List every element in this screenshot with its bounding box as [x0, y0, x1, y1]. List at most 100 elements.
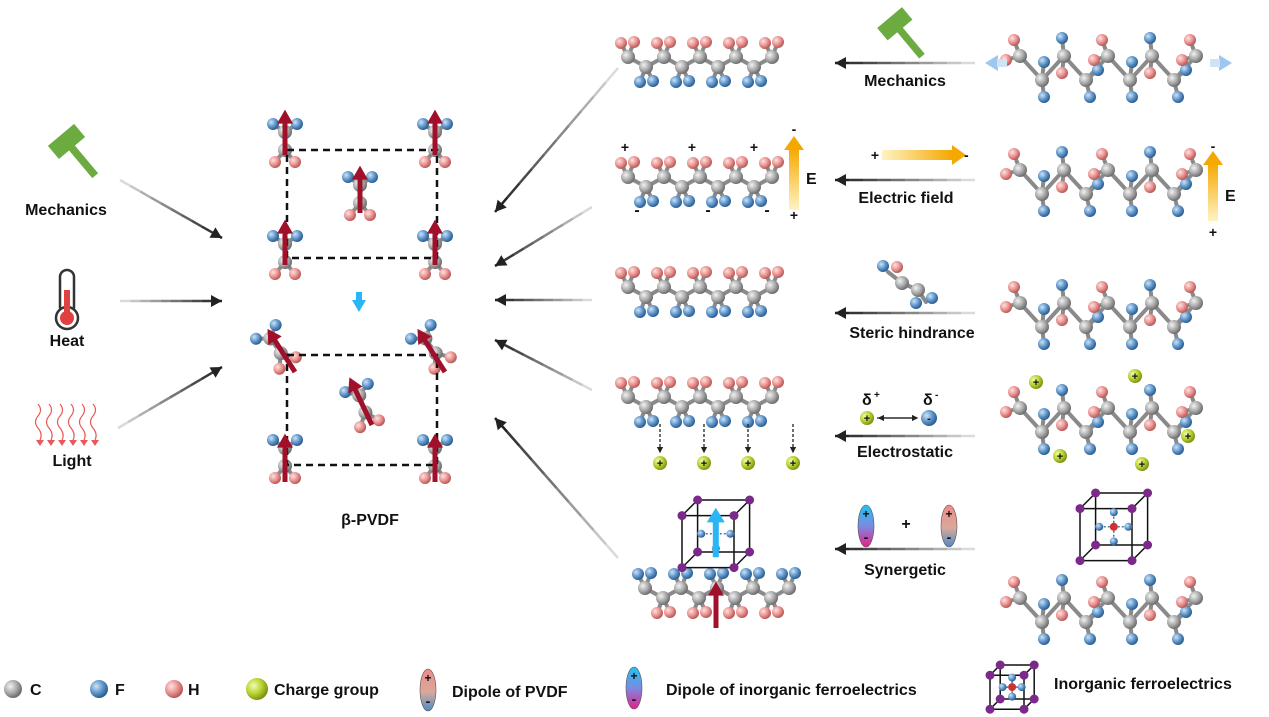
delta-plus-sup: +: [874, 390, 880, 401]
atom-f: [877, 260, 889, 272]
atom-f: [1092, 64, 1104, 76]
atom-f: [249, 332, 262, 345]
stretch-arrow-right-tail: [1210, 59, 1220, 67]
legend-charge-label: Charge group: [274, 682, 379, 699]
atom-f: [634, 416, 646, 428]
row-field-arrow-head: [835, 174, 846, 186]
atom-c: [1101, 163, 1115, 177]
cube-vertex: [985, 704, 995, 714]
atom-h: [651, 607, 663, 619]
cube-vertex: [1075, 556, 1085, 566]
atom-f: [717, 567, 729, 579]
atom-c: [657, 170, 671, 184]
atom-f: [267, 434, 279, 446]
atom-h: [269, 156, 281, 168]
atom-h: [687, 377, 699, 389]
field-right-e: E: [1225, 188, 1236, 205]
atom-h: [1056, 419, 1068, 431]
atom-h: [1088, 596, 1100, 608]
arrow-row5-to-beta-seg: [604, 543, 619, 559]
atom-c: [1035, 73, 1049, 87]
atom-h: [615, 267, 627, 279]
arrow-row1-to-beta-seg: [506, 182, 521, 199]
atom-f: [1038, 56, 1050, 68]
atom-h: [1008, 281, 1020, 293]
hammer-handle: [67, 144, 99, 179]
arrow-row4-to-beta-head: [495, 339, 508, 351]
arrow-light-to-beta-seg: [169, 390, 182, 399]
charge-minus-2: -: [764, 202, 769, 219]
dipole-oval: [940, 504, 958, 548]
atom-c: [675, 400, 689, 414]
arrow-row2-to-beta-seg: [562, 217, 574, 226]
cube-vertex: [1143, 540, 1153, 550]
atom-f: [441, 434, 453, 446]
cube-anion: [1109, 537, 1118, 546]
arrow-row5-to-beta-seg: [506, 431, 521, 447]
atom-c: [1035, 425, 1049, 439]
atom-f: [1092, 178, 1104, 190]
atom-h: [1008, 576, 1020, 588]
inorganic-cube-left: [677, 495, 755, 573]
light-wave-tip: [91, 440, 99, 446]
arrow-light-to-beta-seg: [148, 402, 161, 411]
atom-c: [1035, 320, 1049, 334]
atom-c: [1101, 401, 1115, 415]
atom-h: [372, 414, 385, 427]
atom-f: [634, 76, 646, 88]
atom-f: [753, 567, 765, 579]
cube-anion: [1095, 522, 1104, 531]
atom-h: [736, 156, 748, 168]
atom-h: [1088, 168, 1100, 180]
cube-vertex: [1075, 504, 1085, 514]
atom-f: [634, 196, 646, 208]
atom-f: [1144, 146, 1156, 158]
atom-h: [651, 37, 663, 49]
charge-sign: +: [1185, 431, 1191, 443]
atom-f: [1144, 32, 1156, 44]
atom-f: [1092, 311, 1104, 323]
field-left-minus: -: [792, 121, 797, 137]
cube-center-cation: [1109, 522, 1118, 531]
atom-h: [419, 268, 431, 280]
synergetic-plus: +: [901, 516, 910, 533]
atom-c: [4, 680, 22, 698]
charge-plus-2: +: [750, 139, 758, 155]
atom-h: [1144, 419, 1156, 431]
thermometer-icon: [54, 268, 80, 331]
light-wave-tip: [80, 440, 88, 446]
arrow-mechanics-to-beta-seg: [160, 202, 172, 211]
arrow-heat-to-beta-head: [211, 295, 222, 307]
atom-f: [683, 195, 695, 207]
atom-c: [693, 170, 707, 184]
atom-f: [1084, 205, 1096, 217]
atom-f: [291, 434, 303, 446]
atom-f: [1172, 338, 1184, 350]
atom-f: [1056, 146, 1068, 158]
atom-f: [634, 306, 646, 318]
atom-f: [1038, 303, 1050, 315]
atom-f: [755, 415, 767, 427]
atom-f: [683, 415, 695, 427]
atom-f: [342, 171, 354, 183]
atom-f: [1038, 170, 1050, 182]
atom-h: [1096, 34, 1108, 46]
atom-c: [1123, 320, 1137, 334]
atom-f: [1126, 633, 1138, 645]
legend-dipole-inorganic-label: Dipole of inorganic ferroelectrics: [666, 682, 917, 699]
atom-f: [1084, 633, 1096, 645]
down-arrow-stem: [356, 292, 362, 301]
atom-h: [628, 36, 640, 48]
atom-f: [291, 230, 303, 242]
cube-vertex: [677, 511, 687, 521]
atom-c: [1123, 615, 1137, 629]
cube-vertex: [729, 563, 739, 573]
atom-f: [1180, 606, 1192, 618]
row-synergetic-arrow-head: [835, 543, 846, 555]
legend-charge-ball: [246, 678, 268, 700]
atom-f: [706, 196, 718, 208]
atom-h: [736, 376, 748, 388]
dipole-arrow-top-0-head: [277, 109, 293, 124]
atom-c: [1057, 401, 1071, 415]
atom-h: [1176, 596, 1188, 608]
